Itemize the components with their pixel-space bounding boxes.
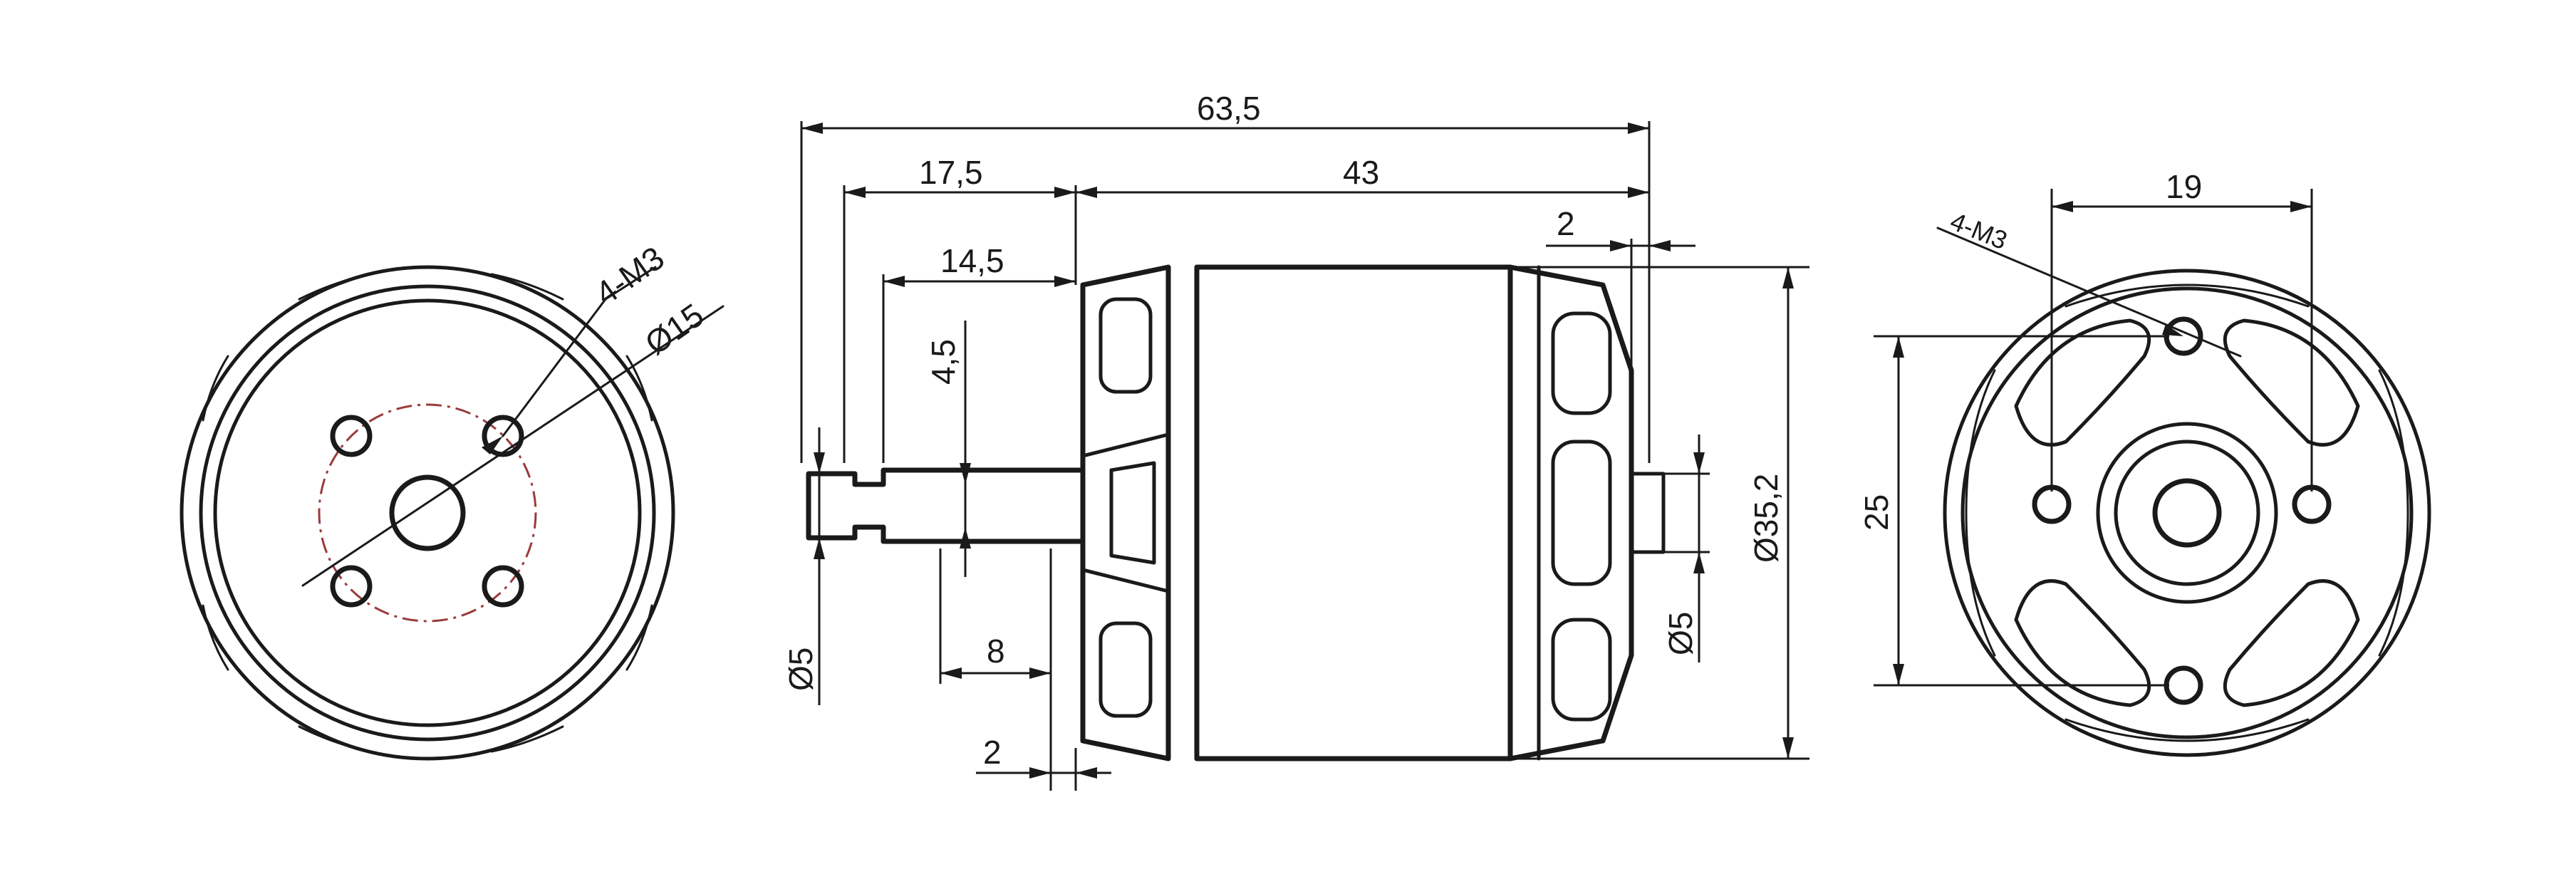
mount-hole-1 [330, 415, 373, 457]
dim-flat-length: 8 [987, 633, 1005, 670]
shaft-circle [389, 474, 466, 551]
dim-flange-thickness: 2 [983, 734, 1002, 771]
dim-flat-depth: 4,5 [925, 339, 962, 385]
dim-body-length: 43 [1343, 154, 1379, 191]
mount-hole-2 [482, 415, 524, 457]
dim-shaft-diameter: Ø5 [782, 648, 819, 691]
dim-hole-spacing-horizontal: 19 [2166, 168, 2202, 205]
dim-overall-length: 63,5 [1197, 90, 1261, 127]
mount-hole-3 [330, 565, 373, 608]
rear-holes-label: 4-M3 [1946, 206, 2011, 255]
dim-body-diameter: Ø35,2 [1747, 474, 1785, 563]
dim-shaft-to-body: 17,5 [919, 154, 983, 191]
rear-dimensions [1874, 189, 2313, 687]
front-view [180, 265, 724, 761]
rear-view [1936, 227, 2431, 757]
dim-rear-shaft: 2 [1557, 205, 1575, 242]
rear-hole-left [2032, 484, 2072, 524]
pitch-circle [318, 403, 537, 623]
dim-rear-shaft-diameter: Ø5 [1662, 612, 1699, 655]
dim-hole-spacing-vertical: 25 [1858, 494, 1895, 531]
rear-hole-right [2292, 484, 2332, 524]
rear-shaft-circle [2152, 478, 2222, 548]
front-pcd-label: Ø15 [638, 296, 710, 362]
dim-shaft-usable: 14,5 [940, 242, 1004, 279]
rear-hole-bottom [2164, 665, 2203, 705]
mount-hole-4 [482, 565, 524, 608]
side-dimensions [800, 121, 1809, 791]
front-holes-label: 4-M3 [588, 239, 671, 312]
side-view [806, 264, 1666, 761]
